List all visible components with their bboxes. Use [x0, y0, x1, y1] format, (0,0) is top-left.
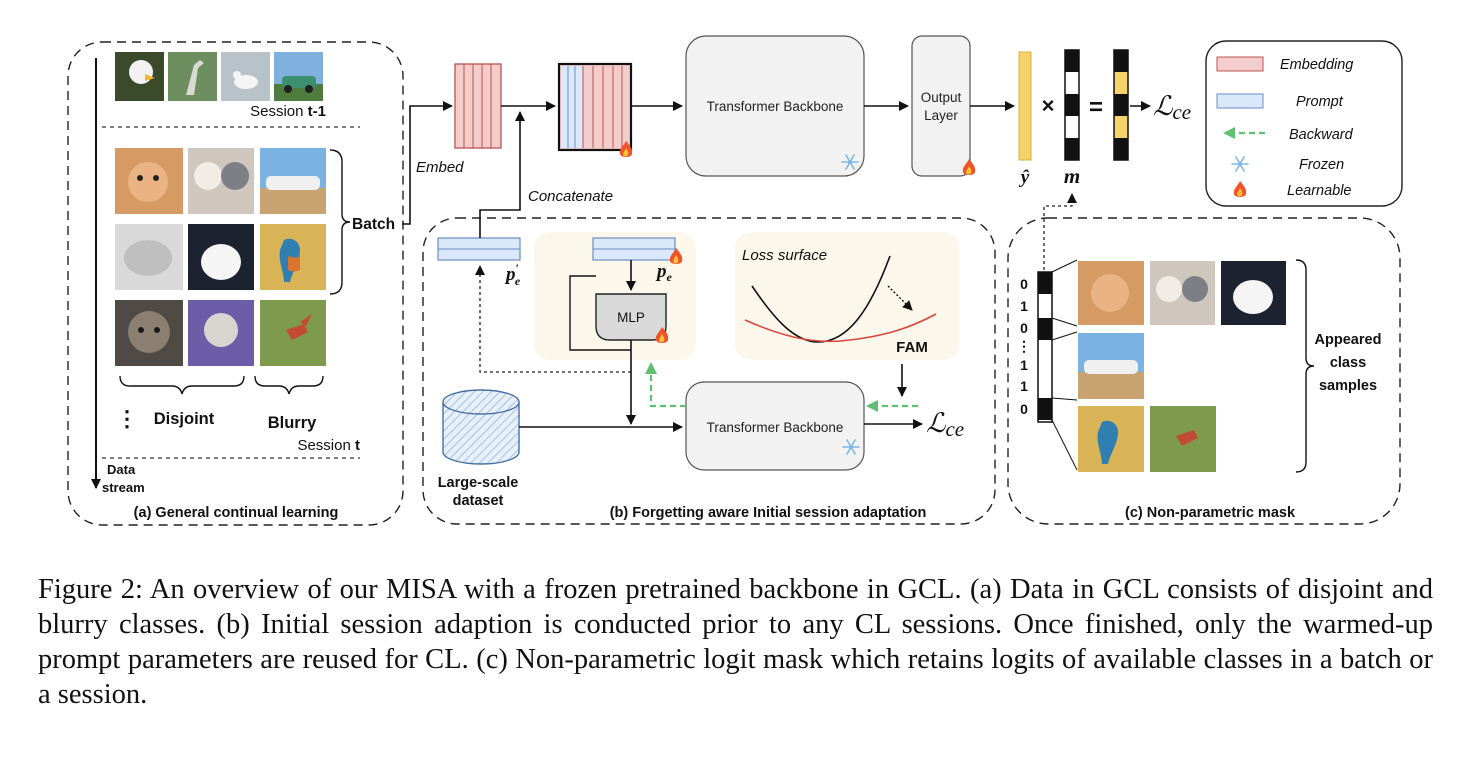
panel-a-title: (a) General continual learning — [134, 505, 339, 521]
loss-bottom-subscript: ce — [945, 417, 964, 441]
data-stream-label-2: stream — [102, 480, 145, 495]
loss-surface-label: Loss surface — [742, 247, 827, 264]
svg-text:pe: pe — [655, 261, 673, 284]
concatenate-label: Concatenate — [528, 188, 613, 205]
output-layer-label-1: Output — [921, 90, 962, 105]
backward-arrow-mlp — [645, 362, 686, 408]
prompt-pe — [592, 237, 676, 261]
mask-bit-3: ⋮ — [1017, 338, 1031, 354]
pe-label: p — [655, 261, 667, 282]
mask-bit-6: 0 — [1020, 401, 1028, 417]
session-cur-index: t — [355, 437, 360, 454]
batch-brace — [329, 149, 351, 295]
legend-prompt: Prompt — [1296, 94, 1344, 110]
mask-bit-1: 1 — [1020, 298, 1028, 314]
batch-to-embed-arrow — [402, 101, 453, 225]
mask-bit-4: 1 — [1020, 357, 1028, 373]
masked-logits-bar — [1113, 49, 1129, 161]
batch-label: Batch — [352, 216, 395, 233]
mask-bit-5: 1 — [1020, 378, 1028, 394]
mask-label: m — [1064, 164, 1080, 188]
output-layer-label-2: Layer — [924, 108, 958, 123]
panel-b-border — [422, 217, 996, 525]
y-hat-label: ŷ — [1019, 167, 1030, 188]
svg-text:ℒce: ℒce — [926, 408, 964, 441]
mlp-to-pe-prime-dotted — [475, 265, 631, 373]
legend-learnable: Learnable — [1287, 183, 1352, 199]
disjoint-label: Disjoint — [154, 410, 215, 428]
logits-bar — [1018, 51, 1032, 161]
appeared-label-3: samples — [1319, 378, 1377, 394]
svg-text:Session t-1: Session t-1 — [250, 103, 326, 120]
dataset-label-1: Large-scale — [438, 475, 519, 491]
transformer-backbone-bottom — [685, 381, 865, 471]
top-pipeline: Embed Concatenate Transformer Backbone O… — [402, 35, 1191, 225]
panel-c: 0 1 0 ⋮ 1 1 0 Appeared class samples (c)… — [1007, 193, 1401, 525]
pe-prime-subscript: e — [515, 274, 521, 288]
legend: Embedding Prompt Backward Frozen Learnab… — [1205, 40, 1403, 207]
pe-subscript: e — [667, 270, 673, 284]
blurry-label: Blurry — [268, 414, 317, 432]
panel-a: Session t-1 Batch ⋮ Disjoint Blurry — [67, 41, 404, 526]
panel-c-title: (c) Non-parametric mask — [1125, 505, 1296, 521]
equals-symbol: = — [1089, 94, 1103, 121]
output-layer — [911, 35, 971, 177]
panel-b-title: (b) Forgetting aware Initial session ada… — [610, 505, 927, 521]
dataset-label-2: dataset — [453, 493, 504, 509]
session-cur-label: Session — [297, 437, 355, 454]
svg-text:Session t: Session t — [297, 437, 360, 454]
embed-label: Embed — [416, 159, 464, 176]
svg-text:p′e: p′e — [504, 261, 521, 288]
fam-label: FAM — [896, 339, 928, 356]
transformer-label-bottom: Transformer Backbone — [707, 420, 844, 435]
appeared-brace — [1295, 259, 1315, 473]
mask-bar — [1064, 49, 1080, 161]
data-stream-label-1: Data — [107, 462, 136, 477]
times-symbol: × — [1042, 93, 1055, 118]
mask-column — [1037, 271, 1053, 423]
disjoint-brace — [119, 375, 245, 395]
legend-backward: Backward — [1289, 127, 1354, 143]
session-prev-index: t-1 — [308, 103, 326, 120]
concat-arrow — [479, 111, 525, 218]
loss-top-symbol: ℒ — [1153, 91, 1173, 121]
legend-embedding: Embedding — [1280, 57, 1353, 73]
legend-box — [1205, 40, 1403, 207]
concatenated-block — [557, 62, 633, 152]
loss-curve-black — [751, 255, 891, 343]
mlp-loop — [569, 275, 631, 351]
svg-text:ℒce: ℒce — [1153, 91, 1191, 124]
appeared-label-2: class — [1330, 355, 1366, 371]
legend-frozen: Frozen — [1299, 157, 1344, 173]
blurry-brace — [254, 375, 324, 395]
embedding-block — [454, 63, 502, 149]
mask-bit-2: 0 — [1020, 320, 1028, 336]
session-prev-label: Session — [250, 103, 308, 120]
panel-c-border — [1007, 217, 1401, 525]
panel-a-border — [67, 41, 404, 526]
loss-shift-arrow — [887, 285, 913, 311]
mlp-label: MLP — [617, 310, 645, 325]
figure-diagram: Session t-1 Batch ⋮ Disjoint Blurry — [67, 35, 1403, 526]
large-scale-dataset — [442, 389, 520, 465]
mlp-block — [595, 293, 667, 341]
loss-bottom-symbol: ℒ — [926, 408, 946, 438]
vdots: ⋮ — [116, 406, 138, 431]
mask-to-m-dotted — [1043, 193, 1077, 270]
loss-top-subscript: ce — [1172, 100, 1191, 124]
prompt-pe-prime — [437, 237, 521, 261]
panel-b: p′e pe MLP Loss surface FAM Large-scale — [422, 217, 996, 525]
transformer-label-top: Transformer Backbone — [707, 99, 844, 114]
figure-caption: Figure 2: An overview of our MISA with a… — [38, 574, 1433, 710]
loss-curve-red — [744, 313, 937, 343]
pe-prime-label: p — [504, 264, 516, 285]
appeared-label-1: Appeared — [1315, 332, 1382, 348]
mask-bit-0: 0 — [1020, 276, 1028, 292]
